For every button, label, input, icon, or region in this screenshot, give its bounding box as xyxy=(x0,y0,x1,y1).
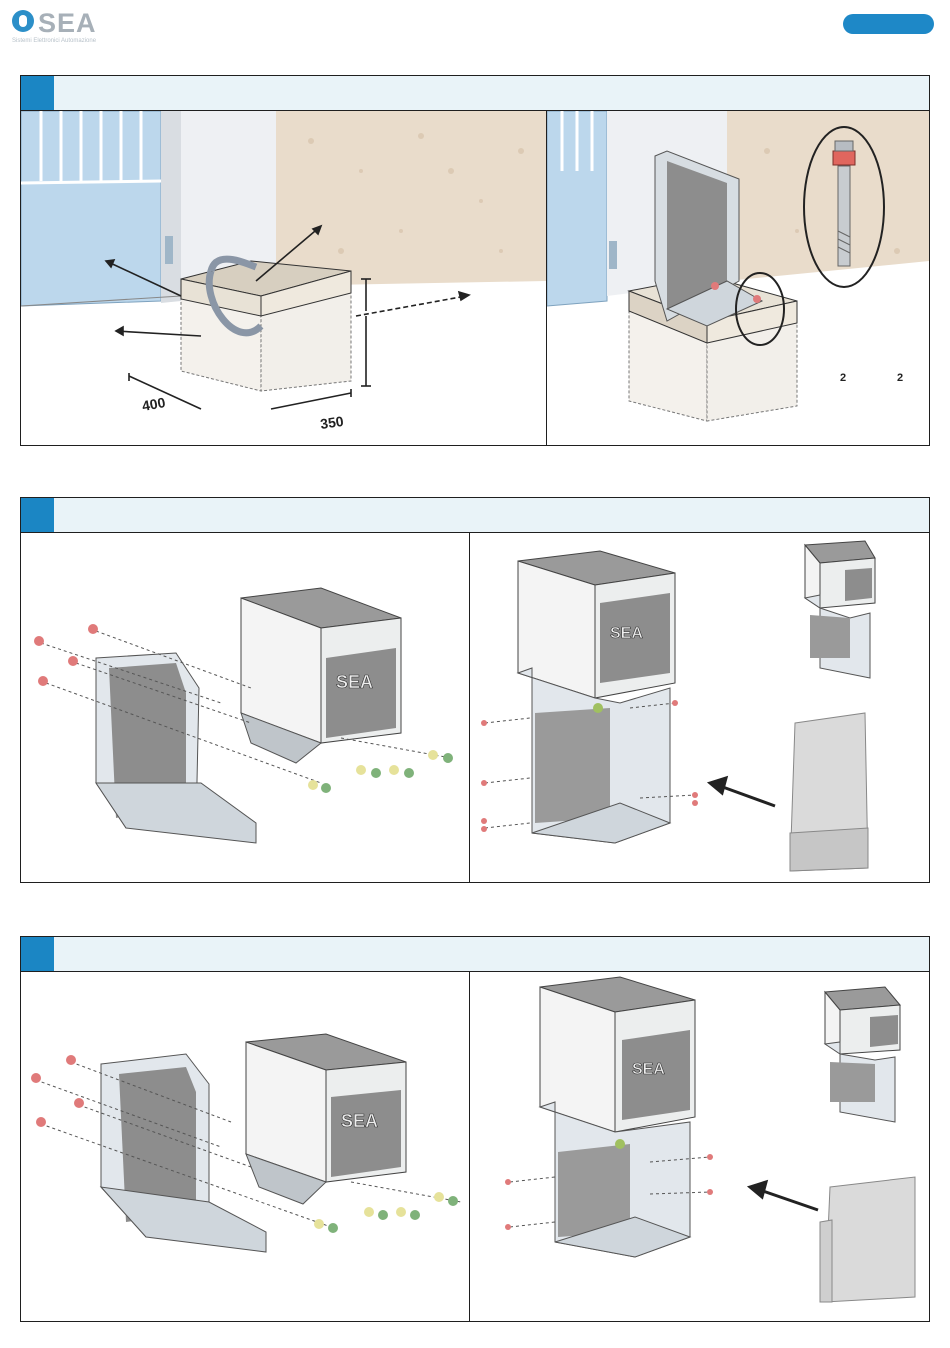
anchor-count-b: 2 xyxy=(897,372,903,384)
section-header xyxy=(21,937,929,972)
logo-brand: SEA xyxy=(38,8,97,39)
motor-assembled-view: SEA xyxy=(470,533,929,882)
motor-assembled-view-alt: SEA xyxy=(470,972,929,1321)
foundation-depth-label: 350 xyxy=(319,413,345,432)
sea-logo: SEA Sistemi Elettronici Automazione xyxy=(12,8,122,48)
motor-brand-plate: SEA xyxy=(610,625,643,642)
anchoring-illustration: 2 2 xyxy=(547,111,929,445)
foundation-illustration: 400 350 xyxy=(21,111,546,445)
anchor-count-a: 2 xyxy=(840,372,846,384)
section-header xyxy=(21,76,929,111)
motor-brand-plate: SEA xyxy=(336,672,373,692)
motor-brand-plate: SEA xyxy=(632,1061,665,1078)
motor-brand-plate: SEA xyxy=(341,1111,378,1131)
section-number xyxy=(21,498,54,532)
logo-tagline: Sistemi Elettronici Automazione xyxy=(12,38,96,44)
section-number xyxy=(21,76,54,110)
step-section-1: 400 350 2 2 xyxy=(20,75,930,446)
header-badge xyxy=(843,14,934,34)
motor-exploded-view-alt: SEA xyxy=(21,972,469,1321)
step-section-2: SEA SEA xyxy=(20,497,930,883)
section-header xyxy=(21,498,929,533)
section-number xyxy=(21,937,54,971)
logo-mark-icon xyxy=(12,10,34,32)
motor-exploded-view: SEA xyxy=(21,533,469,882)
step-section-3: SEA SEA xyxy=(20,936,930,1322)
